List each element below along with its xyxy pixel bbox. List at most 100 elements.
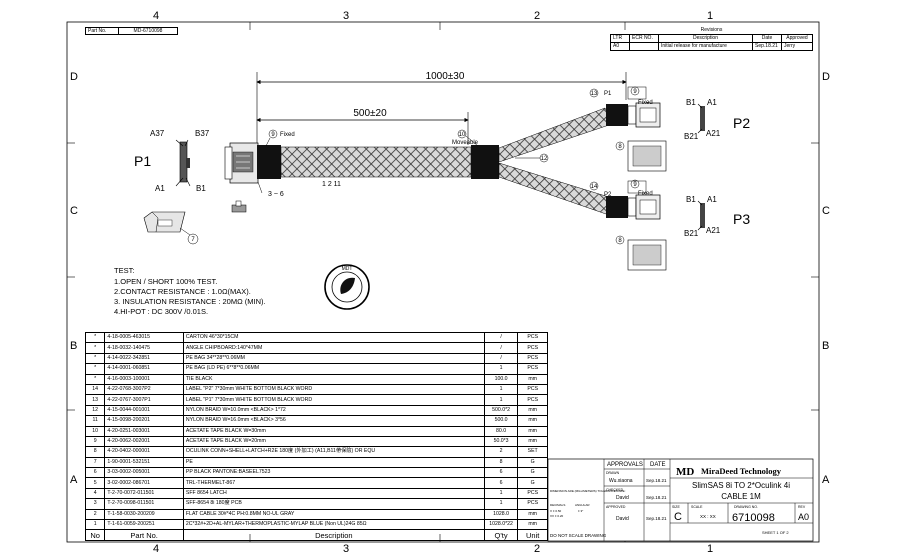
- bom-description: CARTON 46*30*15CM: [182, 331, 485, 344]
- bom-no: *: [84, 352, 106, 365]
- bom-no: 13: [84, 394, 106, 406]
- p1-pin-a1: A1: [155, 184, 165, 193]
- bom-part-no: 4-15-0098-200201: [104, 415, 184, 427]
- callout-10: 10: [459, 132, 466, 138]
- bom-no: 3: [84, 498, 106, 510]
- zone-markers: 4 3 2 1 4 3 2 1 D C B A D C B A: [70, 10, 830, 554]
- dimension-inner: 500±20: [256, 108, 469, 145]
- bom-unit: mm: [517, 435, 548, 448]
- bom-unit: PCS: [517, 498, 548, 510]
- bom-description: 2C*32#+2D+AL-MYLAR+THERMOPLASTIC-MYLAP B…: [182, 519, 485, 531]
- tb-do-not-scale: DO NOT SCALE DRAWING: [550, 533, 607, 538]
- title-block-text: APPROVALS DATE DRAWN Wu.xiaona Sep.18.21…: [550, 462, 809, 538]
- zone-left-c: C: [70, 205, 78, 217]
- latch-sketch: [231, 200, 247, 213]
- revision-letter: A0: [798, 512, 809, 522]
- callout-9-p3: 9: [633, 182, 637, 188]
- bom-part-no: 4-18-0005-463015: [104, 331, 184, 344]
- bom-part-no: 4-18-0032-140475: [104, 342, 184, 354]
- tb-dwg-label: DRAWING NO.: [734, 505, 758, 509]
- rev-ecr: [629, 42, 659, 51]
- tb-approved-date: Sep.18.21: [646, 516, 667, 521]
- bom-part-no: 3-03-0002-005001: [104, 467, 184, 479]
- bom-unit: SET: [517, 446, 548, 458]
- zone-bottom-2: 2: [534, 543, 540, 554]
- callout-8a: 8: [618, 144, 622, 150]
- bom-unit: PCS: [517, 394, 548, 406]
- bom-description: ANGLE CHIPBOARD:140*47MM: [182, 342, 485, 354]
- bom-part-no: 4-20-0402-000001: [104, 446, 184, 458]
- zone-top-2: 2: [534, 10, 540, 22]
- oculink-detail-upper: [627, 86, 667, 172]
- p1-pin-b1: B1: [196, 184, 206, 193]
- tb-drawn-date: Sep.18.21: [646, 478, 667, 483]
- bom-no-header: No: [84, 529, 106, 542]
- p3-pin-a21: A21: [706, 226, 721, 235]
- bom-unit: G: [517, 456, 548, 469]
- tb-approved-by: David: [616, 516, 629, 522]
- bom-no: 5: [84, 477, 106, 489]
- bom-part-no: 4-22-0768-3007P2: [104, 383, 184, 396]
- bom-unit: mm: [517, 519, 548, 531]
- p2-pin-b21: B21: [684, 132, 699, 141]
- zone-bottom-3: 3: [343, 543, 349, 554]
- tb-checked: CHECKED: [606, 488, 624, 492]
- tb-tolerance-title: DIMENSION ARE (MILLIMETERS) TOLERANCES A…: [550, 489, 626, 493]
- bom-qty: /: [483, 352, 519, 365]
- stamp-text: MDT: [342, 266, 353, 272]
- bom-qty: 500.0*2: [483, 404, 519, 417]
- bom-no: 2: [84, 508, 106, 521]
- p3-pin-b21: B21: [684, 229, 699, 238]
- bom-qty-header: Q'ty: [483, 529, 519, 542]
- callout-fixed-p2: Fixed: [638, 100, 653, 106]
- bom-unit: mm: [517, 415, 548, 427]
- bom-qty: 80.0: [483, 425, 519, 437]
- bom-description: LABEL "P1" 7*30mm WHITE BOTTOM BLACK WOR…: [182, 394, 485, 406]
- callout-range: 3 ~ 6: [268, 191, 284, 198]
- tb-tol2: XX ± 0.20: [550, 514, 563, 518]
- callout-7: 7: [191, 237, 195, 243]
- drawing-title-2: CABLE 1M: [721, 492, 761, 501]
- tb-drawn: DRAWN: [606, 471, 620, 475]
- bom-unit: mm: [517, 425, 548, 437]
- tb-checked-by: David: [616, 495, 629, 501]
- zone-top-4: 4: [153, 10, 159, 22]
- test-notes: TEST: 1.OPEN / SHORT 100% TEST. 2.CONTAC…: [114, 266, 266, 316]
- drawing-title-1: SlimSAS 8i TO 2*Oculink 4i: [692, 481, 790, 490]
- part-no-value: MD-6710098: [118, 27, 178, 35]
- callout-p2-tag: P2: [604, 192, 612, 198]
- bom-description: PE BAG 34**28**0.06MM: [182, 352, 485, 365]
- tb-scale: XX : XX: [700, 514, 716, 519]
- p2-label: P2: [733, 115, 750, 131]
- bom-part-no: T-1-58-0030-200209: [104, 508, 184, 521]
- environment-stamp: MDT: [324, 264, 370, 310]
- bom-no: 4: [84, 487, 106, 500]
- callout-fixed-left: Fixed: [280, 132, 295, 138]
- rev-hdr-approved: Approved: [781, 34, 813, 43]
- bom-qty: 8: [483, 456, 519, 469]
- bom-no: 1: [84, 519, 106, 531]
- bom-qty: 1: [483, 383, 519, 396]
- bom-no: 12: [84, 404, 106, 417]
- dimension-overall: 1000±30: [256, 71, 627, 145]
- branch-upper: [498, 104, 628, 163]
- bom-qty: /: [483, 342, 519, 354]
- callout-9: 9: [271, 132, 275, 138]
- p1-end-view: [175, 139, 191, 187]
- part-no-label: Part No.: [85, 27, 119, 35]
- zone-bottom-4: 4: [153, 543, 159, 554]
- bom-no: *: [84, 342, 106, 354]
- bom-unit: PCS: [517, 342, 548, 354]
- tb-drawn-by: Wu.xiaona: [609, 478, 633, 484]
- bom-no: 11: [84, 415, 106, 427]
- bom-description: NYLON BRAID W=16.0mm <BLACK> 3*56: [182, 415, 485, 427]
- bom-description: ACETATE TAPE BLACK W=20mm: [182, 435, 485, 448]
